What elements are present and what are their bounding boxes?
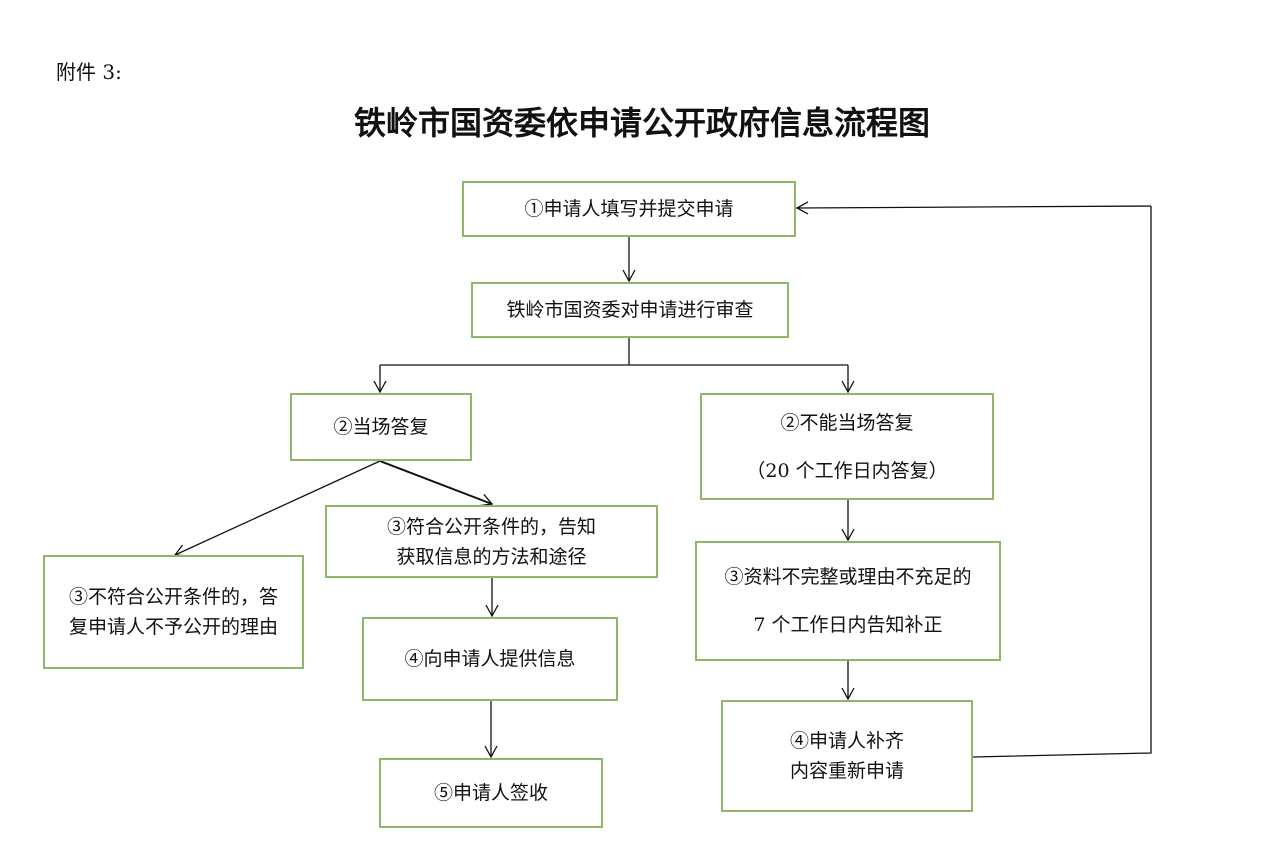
node-text: 铁岭市国资委对申请进行审查	[506, 299, 754, 321]
node-text: ②当场答复	[333, 416, 429, 438]
node-text: 内容重新申请	[789, 760, 904, 782]
node-text: ②不能当场答复	[780, 411, 914, 434]
node-text: （20 个工作日内答复）	[746, 459, 948, 482]
arrow-to-eligible	[379, 460, 494, 507]
node-resubmit: ④申请人补齐内容重新申请	[721, 700, 973, 812]
node-text: ⑤申请人签收	[433, 782, 548, 804]
arrow-to-ineligible	[173, 460, 381, 557]
page-title: 铁岭市国资委依申请公开政府信息流程图	[353, 104, 930, 142]
node-text: ④向申请人提供信息	[404, 648, 576, 670]
node-text: ③符合公开条件的，告知	[386, 515, 596, 538]
node-immediate: ②当场答复	[290, 393, 472, 461]
node-text: 7 个工作日内告知补正	[753, 614, 943, 636]
node-sign: ⑤申请人签收	[379, 758, 603, 828]
loop-back-line	[972, 206, 1152, 758]
node-text: ③资料不完整或理由不充足的	[724, 566, 972, 588]
node-ineligible: ③不符合公开条件的，答复申请人不予公开的理由	[43, 555, 304, 669]
node-text: ④申请人补齐	[789, 730, 904, 752]
attachment-label: 附件 3:	[56, 60, 122, 84]
node-text: ①申请人填写并提交申请	[524, 198, 734, 220]
node-incomplete: ③资料不完整或理由不充足的 7 个工作日内告知补正	[695, 541, 1001, 661]
node-text: 获取信息的方法和途径	[396, 545, 587, 568]
node-eligible: ③符合公开条件的，告知获取信息的方法和途径	[325, 505, 658, 578]
node-provide: ④向申请人提供信息	[362, 617, 618, 701]
node-text: ③不符合公开条件的，答	[68, 586, 278, 608]
arrow-loop-to-submit	[795, 201, 1152, 215]
node-text: 复申请人不予公开的理由	[68, 616, 278, 638]
node-submit: ①申请人填写并提交申请	[462, 181, 796, 237]
node-review: 铁岭市国资委对申请进行审查	[471, 282, 789, 338]
node-not-immediate: ②不能当场答复 （20 个工作日内答复）	[700, 393, 994, 500]
